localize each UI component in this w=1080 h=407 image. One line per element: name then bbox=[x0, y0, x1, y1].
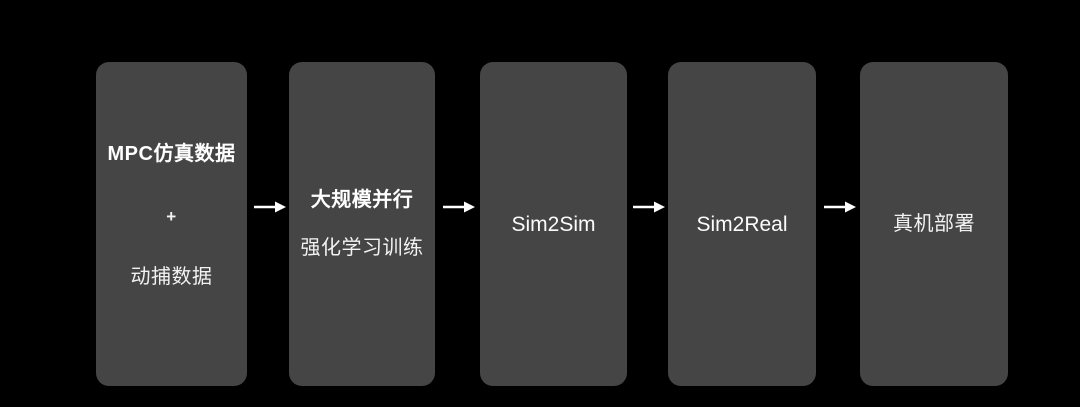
node-rl-training[interactable]: 大规模并行 强化学习训练 bbox=[289, 62, 435, 386]
node-sim2real-label: Sim2Real bbox=[696, 212, 788, 236]
arrow-right-icon bbox=[823, 198, 857, 216]
node-mpc-data-plus-sign: + bbox=[166, 207, 177, 226]
arrow-right-icon bbox=[442, 198, 476, 216]
node-mpc-data-line-3: 动捕数据 bbox=[130, 266, 213, 288]
node-real-deploy-label: 真机部署 bbox=[893, 213, 975, 235]
node-sim2real[interactable]: Sim2Real bbox=[668, 62, 816, 386]
node-mpc-data[interactable]: MPC仿真数据 + 动捕数据 bbox=[96, 62, 247, 386]
node-rl-training-line-1: 大规模并行 bbox=[310, 189, 414, 211]
arrow-right-icon bbox=[253, 198, 287, 216]
arrow-right-icon bbox=[632, 198, 666, 216]
node-mpc-data-line-1: MPC仿真数据 bbox=[107, 143, 236, 165]
node-rl-training-text-stack: 大规模并行 强化学习训练 bbox=[301, 190, 424, 258]
node-real-deploy[interactable]: 真机部署 bbox=[860, 62, 1008, 386]
node-rl-training-line-2: 强化学习训练 bbox=[300, 237, 424, 259]
node-sim2sim-label: Sim2Sim bbox=[511, 212, 596, 236]
node-mpc-data-text-stack: MPC仿真数据 + 动捕数据 bbox=[96, 144, 247, 287]
node-sim2sim[interactable]: Sim2Sim bbox=[480, 62, 627, 386]
